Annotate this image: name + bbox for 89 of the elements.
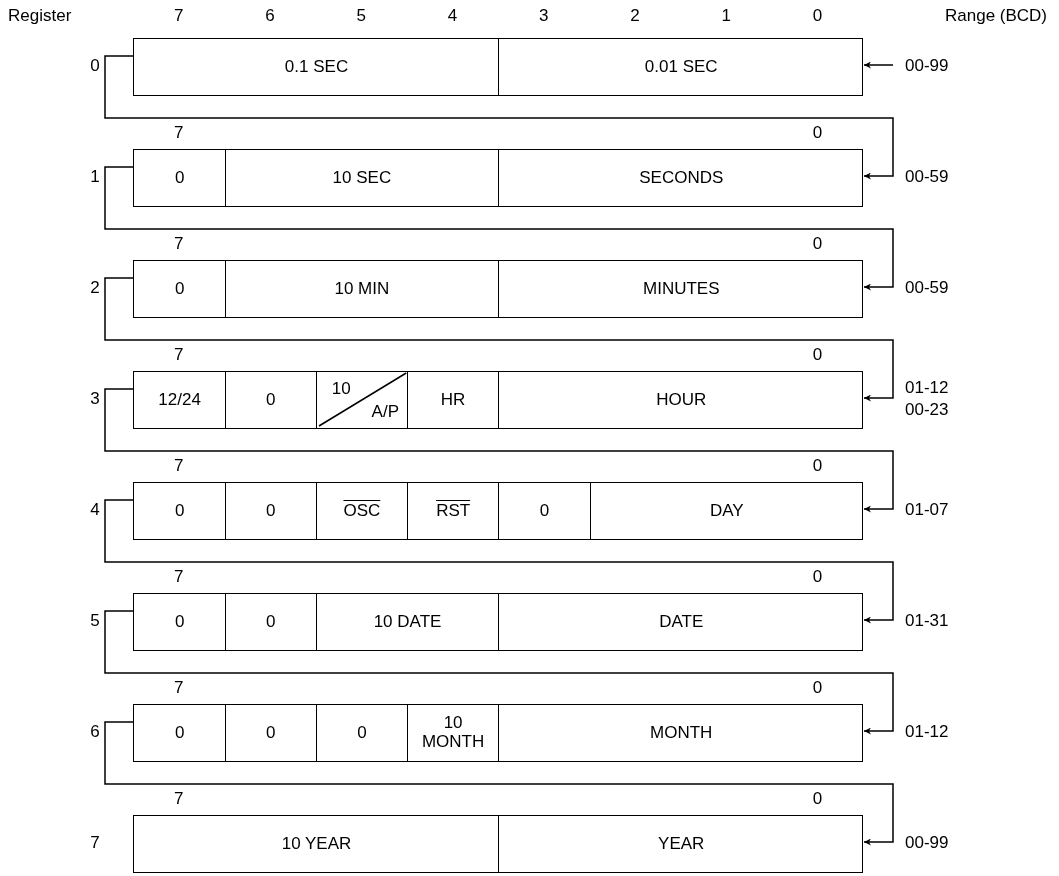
field-label: 0 bbox=[265, 390, 276, 410]
arrow bbox=[104, 610, 894, 735]
field-label: 10 MIN bbox=[334, 279, 390, 299]
range-value: 01-31 bbox=[905, 611, 949, 631]
register-row bbox=[133, 260, 863, 318]
field-label: 10 DATE bbox=[373, 612, 442, 632]
field-label: RST bbox=[436, 501, 471, 521]
column-header: Range (BCD) bbox=[945, 6, 1048, 26]
register-number: 7 bbox=[90, 833, 100, 853]
bit-number: 7 bbox=[173, 123, 184, 143]
bit-number: 7 bbox=[173, 6, 184, 26]
arrow bbox=[104, 499, 894, 624]
field-label: 10 MONTH bbox=[420, 714, 486, 752]
field-label: 10 YEAR bbox=[281, 834, 352, 854]
bit-number: 6 bbox=[265, 6, 275, 26]
register-row bbox=[133, 38, 863, 96]
bit-number: 7 bbox=[173, 678, 184, 698]
register-number: 0 bbox=[90, 56, 100, 76]
column-header: Register bbox=[8, 6, 72, 26]
register-number: 2 bbox=[90, 278, 100, 298]
register-number: 1 bbox=[90, 167, 100, 187]
bit-number: 0 bbox=[812, 567, 823, 587]
register-row bbox=[133, 815, 863, 873]
field-label: 0 bbox=[174, 723, 185, 743]
bit-number: 7 bbox=[173, 567, 184, 587]
bit-number: 7 bbox=[173, 234, 184, 254]
field-label: MINUTES bbox=[643, 279, 720, 299]
arrow bbox=[104, 721, 894, 846]
field-label: DATE bbox=[659, 612, 704, 632]
field-label: YEAR bbox=[658, 834, 705, 854]
field-label: 0 bbox=[265, 501, 276, 521]
register-row bbox=[133, 371, 863, 429]
arrow bbox=[104, 388, 894, 513]
bit-number: 7 bbox=[173, 789, 184, 809]
bit-number: 3 bbox=[538, 6, 549, 26]
field-label: 0 bbox=[265, 612, 276, 632]
arrow bbox=[104, 277, 894, 402]
bit-number: 0 bbox=[812, 678, 823, 698]
field-label: OSC bbox=[343, 501, 381, 521]
field-label: HOUR bbox=[656, 390, 707, 410]
range-value: 00-23 bbox=[905, 400, 949, 420]
bit-number: 4 bbox=[447, 6, 458, 26]
field-label: 0 bbox=[265, 723, 276, 743]
field-label: 10 bbox=[331, 380, 351, 399]
register-number: 4 bbox=[90, 500, 100, 520]
range-value: 01-07 bbox=[905, 500, 949, 520]
range-value: 01-12 bbox=[905, 378, 949, 398]
range-value: 00-99 bbox=[905, 56, 949, 76]
bit-field bbox=[315, 372, 407, 428]
bit-number: 0 bbox=[812, 789, 823, 809]
bit-number: 1 bbox=[721, 6, 731, 26]
register-number: 5 bbox=[90, 611, 100, 631]
register-row bbox=[133, 704, 863, 762]
register-row bbox=[133, 482, 863, 540]
register-number: 3 bbox=[90, 389, 100, 409]
field-label: 0 bbox=[174, 279, 185, 299]
range-value: 00-59 bbox=[905, 167, 949, 187]
bit-number: 0 bbox=[812, 345, 823, 365]
field-label: DAY bbox=[710, 501, 744, 521]
bit-number: 7 bbox=[173, 456, 184, 476]
field-label: 0 bbox=[174, 168, 185, 188]
arrow bbox=[104, 166, 894, 291]
field-label: 0 bbox=[539, 501, 550, 521]
field-label: HR bbox=[440, 390, 466, 410]
arrow bbox=[104, 55, 894, 180]
field-label: A/P bbox=[371, 403, 399, 422]
field-label: 12/24 bbox=[158, 390, 201, 410]
bit-number: 2 bbox=[630, 6, 640, 26]
field-label: MONTH bbox=[650, 723, 713, 743]
field-label: 0.1 SEC bbox=[284, 57, 349, 77]
register-row bbox=[133, 593, 863, 651]
field-label: 10 SEC bbox=[332, 168, 392, 188]
bit-number: 0 bbox=[812, 234, 823, 254]
bit-number: 0 bbox=[812, 123, 823, 143]
register-number: 6 bbox=[90, 722, 100, 742]
bit-number: 0 bbox=[812, 456, 823, 476]
range-value: 01-12 bbox=[905, 722, 949, 742]
range-value: 00-59 bbox=[905, 278, 949, 298]
field-label: 0 bbox=[174, 612, 185, 632]
bit-number: 5 bbox=[356, 6, 366, 26]
register-row bbox=[133, 149, 863, 207]
field-label: 0.01 SEC bbox=[644, 57, 718, 77]
field-label: 0 bbox=[357, 723, 367, 743]
bit-number: 0 bbox=[812, 6, 823, 26]
arrow bbox=[863, 61, 894, 69]
bit-number: 7 bbox=[173, 345, 184, 365]
field-label: SECONDS bbox=[639, 168, 724, 188]
field-label: 0 bbox=[174, 501, 185, 521]
range-value: 00-99 bbox=[905, 833, 949, 853]
